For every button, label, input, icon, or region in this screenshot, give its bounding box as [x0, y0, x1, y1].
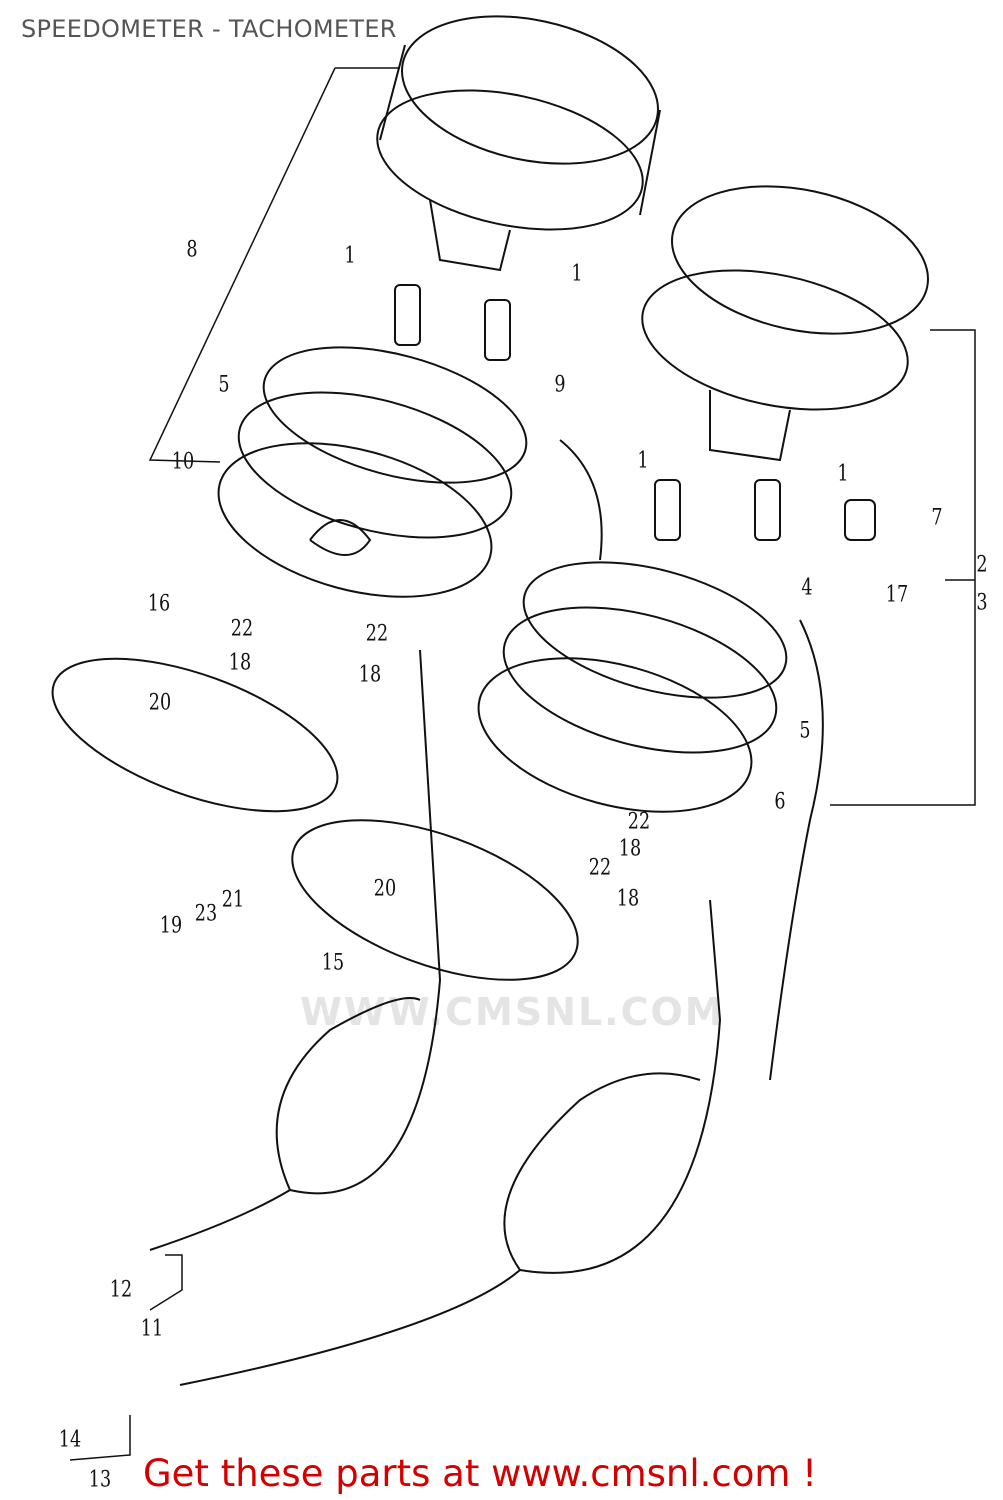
- callout-21: 21: [221, 887, 245, 913]
- callout-16: 16: [147, 591, 171, 617]
- callout-1: 1: [837, 461, 849, 487]
- callout-23: 23: [194, 901, 218, 927]
- callout-22: 22: [627, 809, 651, 835]
- callout-1: 1: [637, 448, 649, 474]
- callout-18: 18: [228, 650, 252, 676]
- watermark: WWW.CMSNL.COM: [300, 990, 725, 1034]
- callout-18: 18: [358, 662, 382, 688]
- callout-22: 22: [230, 616, 254, 642]
- callout-20: 20: [373, 876, 397, 902]
- callout-2: 2: [976, 552, 988, 578]
- callout-5: 5: [218, 372, 230, 398]
- callout-3: 3: [976, 590, 988, 616]
- callout-12: 12: [109, 1277, 133, 1303]
- callout-13: 13: [88, 1467, 112, 1493]
- page-title: SPEEDOMETER - TACHOMETER: [21, 15, 397, 43]
- callout-22: 22: [588, 855, 612, 881]
- callout-14: 14: [58, 1427, 82, 1453]
- callout-9: 9: [554, 372, 566, 398]
- callout-18: 18: [616, 886, 640, 912]
- callout-5: 5: [799, 718, 811, 744]
- callout-20: 20: [148, 690, 172, 716]
- callout-10: 10: [171, 449, 195, 475]
- callout-1: 1: [344, 243, 356, 269]
- callout-19: 19: [159, 913, 183, 939]
- callout-15: 15: [321, 950, 345, 976]
- speedometer-assembly: [217, 15, 661, 598]
- callout-17: 17: [885, 582, 909, 608]
- cmsnl-promo-link[interactable]: Get these parts at www.cmsnl.com !: [143, 1452, 818, 1495]
- callout-4: 4: [801, 575, 813, 601]
- callout-8: 8: [186, 237, 198, 263]
- tachometer-assembly: [477, 185, 929, 813]
- callout-6: 6: [774, 789, 786, 815]
- callout-11: 11: [140, 1316, 164, 1342]
- callout-18: 18: [618, 836, 642, 862]
- callout-1: 1: [571, 261, 583, 287]
- callout-7: 7: [931, 505, 943, 531]
- callout-22: 22: [365, 621, 389, 647]
